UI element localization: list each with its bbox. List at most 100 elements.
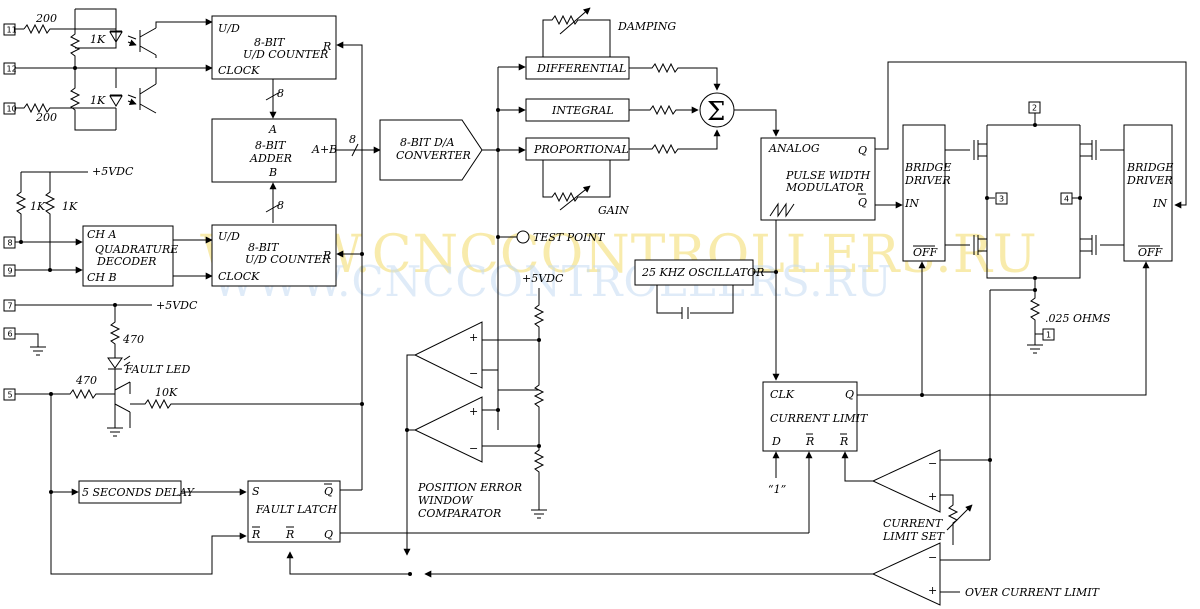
svg-text:25 KHZ OSCILLATOR: 25 KHZ OSCILLATOR <box>641 266 764 279</box>
svg-text:7: 7 <box>8 302 13 311</box>
pin-11: 11 <box>3 23 17 36</box>
pin-1: 1 <box>1042 328 1055 341</box>
svg-text:CONVERTER: CONVERTER <box>396 149 471 162</box>
window-comparator-upper: + − <box>413 321 483 389</box>
svg-text:3: 3 <box>999 195 1004 204</box>
gain-label: GAIN <box>598 204 629 217</box>
resistor-470-led: 470 <box>122 333 144 346</box>
pin-5: 5 <box>3 388 16 401</box>
svg-text:1: 1 <box>1046 331 1051 340</box>
svg-text:A+B: A+B <box>311 143 337 156</box>
svg-text:B: B <box>268 166 277 179</box>
current-limit-set-label-2: LIMIT SET <box>882 530 946 543</box>
resistor-200-top: 200 <box>35 12 57 25</box>
pin-4: 4 <box>1060 192 1073 205</box>
svg-text:PROPORTIONAL: PROPORTIONAL <box>533 143 629 156</box>
svg-text:U/D COUNTER: U/D COUNTER <box>245 253 330 266</box>
resistor-1k-bottom: 1K <box>90 94 106 107</box>
svg-text:CH B: CH B <box>87 271 117 284</box>
window-comparator-lower: + − <box>413 396 483 463</box>
svg-text:R: R <box>839 435 848 448</box>
test-point-icon[interactable] <box>516 230 530 244</box>
pin-10: 10 <box>3 102 17 115</box>
svg-text:U/D COUNTER: U/D COUNTER <box>243 48 328 61</box>
svg-text:2: 2 <box>1032 104 1037 113</box>
svg-text:Σ: Σ <box>707 97 725 127</box>
svg-text:Q: Q <box>845 388 854 401</box>
svg-text:BRIDGE: BRIDGE <box>904 161 951 174</box>
h-bridge <box>945 123 1124 280</box>
pwm-modulator: ANALOG Q PULSE WIDTH MODULATOR Q <box>760 137 876 221</box>
svg-text:Q: Q <box>324 528 333 541</box>
svg-text:IN: IN <box>1152 197 1167 210</box>
svg-text:CLK: CLK <box>770 388 795 401</box>
svg-text:A: A <box>268 123 277 136</box>
svg-text:DECODER: DECODER <box>96 255 156 268</box>
svg-text:+: + <box>928 490 937 503</box>
svg-text:U/D: U/D <box>218 22 240 35</box>
svg-text:R: R <box>251 528 260 541</box>
constant-one-label: “1” <box>768 483 786 496</box>
resistor-1k-pullup-a: 1K <box>30 200 46 213</box>
sense-resistor-label: .025 OHMS <box>1045 312 1111 325</box>
current-limit-block: CLK Q CURRENT LIMIT D R R <box>762 381 869 452</box>
updown-counter-top: U/D 8-BIT U/D COUNTER R CLOCK <box>211 15 337 80</box>
supply-5vdc-fault: +5VDC <box>156 299 198 312</box>
svg-text:D: D <box>771 435 781 448</box>
over-current-comparator: − + <box>871 542 941 606</box>
integral-block: INTEGRAL <box>525 98 630 122</box>
proportional-block: PROPORTIONAL <box>525 137 630 161</box>
svg-text:6: 6 <box>8 330 13 339</box>
supply-5vdc-divider: +5VDC <box>522 272 564 285</box>
svg-text:−: − <box>928 551 937 564</box>
dac-converter: 8-BIT D/A CONVERTER <box>379 119 483 181</box>
svg-text:5: 5 <box>8 391 13 400</box>
svg-text:PULSE WIDTH: PULSE WIDTH <box>785 169 871 182</box>
svg-text:CLOCK: CLOCK <box>218 270 260 283</box>
svg-text:−: − <box>469 442 478 455</box>
svg-text:OFF: OFF <box>913 246 938 259</box>
adder-block: A 8-BIT ADDER B A+B <box>211 118 337 183</box>
differential-block: DIFFERENTIAL <box>525 56 630 80</box>
svg-text:R: R <box>322 249 331 262</box>
svg-text:ADDER: ADDER <box>249 152 292 165</box>
pin-2: 2 <box>1028 101 1041 114</box>
pin-6: 6 <box>3 327 16 340</box>
pin-8: 8 <box>3 236 16 249</box>
svg-text:8-BIT: 8-BIT <box>254 36 286 49</box>
window-comparator-label-3: COMPARATOR <box>418 507 501 520</box>
svg-text:11: 11 <box>7 26 17 35</box>
fault-latch: S Q FAULT LATCH R R Q <box>247 480 341 543</box>
fault-led-label: FAULT LED <box>124 363 190 376</box>
resistor-10k: 10K <box>155 386 178 399</box>
svg-text:R: R <box>285 528 294 541</box>
supply-5vdc-top: +5VDC <box>92 165 134 178</box>
bus-width-dac: 8 <box>349 133 356 146</box>
svg-text:Q: Q <box>324 485 333 498</box>
test-point-label: TEST POINT <box>533 231 606 244</box>
svg-text:INTEGRAL: INTEGRAL <box>551 104 614 117</box>
quadrature-decoder: CH A QUADRATURE DECODER CH B <box>82 225 178 287</box>
pin-9: 9 <box>3 264 16 277</box>
svg-text:Q: Q <box>858 144 867 157</box>
svg-text:8-BIT D/A: 8-BIT D/A <box>400 136 455 149</box>
svg-text:DIFFERENTIAL: DIFFERENTIAL <box>536 62 626 75</box>
resistor-1k-top: 1K <box>90 33 106 46</box>
svg-text:+: + <box>928 584 937 597</box>
svg-text:−: − <box>928 457 937 470</box>
pin-12: 12 <box>3 62 17 75</box>
svg-text:4: 4 <box>1064 195 1069 204</box>
svg-text:ANALOG: ANALOG <box>768 142 820 155</box>
resistor-470-base: 470 <box>75 374 97 387</box>
svg-text:FAULT LATCH: FAULT LATCH <box>255 503 338 516</box>
svg-text:R: R <box>805 435 814 448</box>
delay-5-seconds: 5 SECONDS DELAY <box>78 480 196 504</box>
svg-text:10: 10 <box>7 105 17 114</box>
current-limit-set-label: CURRENT <box>883 517 944 530</box>
over-current-label: OVER CURRENT LIMIT <box>965 586 1101 599</box>
window-comparator-label-2: WINDOW <box>418 494 474 507</box>
svg-text:+: + <box>469 405 478 418</box>
svg-text:+: + <box>469 331 478 344</box>
window-comparator-label: POSITION ERROR <box>417 481 522 494</box>
